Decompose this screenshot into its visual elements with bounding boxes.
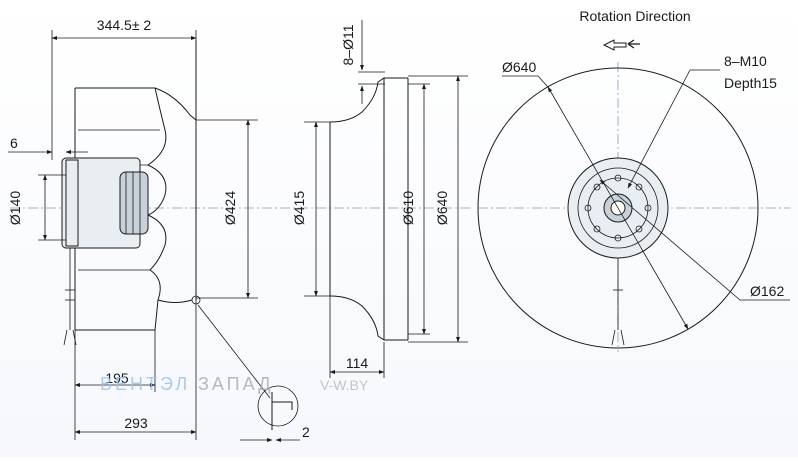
inlet-view: 8–Ø11 Ø415 Ø610 Ø640 114 — [291, 20, 468, 378]
side-view: 344.5± 2 6 Ø140 Ø424 195 293 2 — [7, 17, 470, 442]
inlet-dia-label: Ø415 — [291, 191, 307, 225]
watermark-right: ЗАПАД — [198, 374, 273, 394]
motor-dia-label: Ø140 — [7, 191, 23, 225]
offset-label: 6 — [10, 135, 18, 151]
inlet-ring-top — [329, 77, 385, 340]
watermark-site: V-W.BY — [320, 377, 369, 393]
front-view: Rotation Direction — [477, 8, 790, 352]
hub-leader — [599, 179, 741, 301]
holes-label: 8–Ø11 — [340, 24, 356, 65]
inlet-ring-bottom — [329, 295, 385, 341]
gap-label: 2 — [302, 424, 310, 440]
rotation-arrow-icon — [627, 39, 640, 49]
dim-front-outer — [547, 86, 689, 330]
detail-section — [271, 392, 293, 430]
motor-flange — [65, 159, 79, 247]
front-outer-dia-label: Ø640 — [502, 59, 536, 75]
len-195-label: 195 — [105, 370, 129, 386]
watermark: ВЕНТЭЛ ЗАПАД V-W.BY — [100, 374, 369, 394]
impeller-contour — [75, 87, 167, 331]
front-cable — [611, 258, 625, 346]
leader-line — [537, 75, 549, 88]
impeller-rim-bottom — [157, 299, 193, 303]
bolt-spec-label: 8–M10 — [724, 53, 767, 69]
outer-circle — [477, 67, 759, 349]
cable — [63, 248, 77, 346]
wheel-dia-label: Ø424 — [222, 191, 238, 225]
overall-length-label: 344.5± 2 — [97, 17, 152, 33]
impeller-rim-top — [154, 87, 197, 121]
rotation-title: Rotation Direction — [579, 8, 690, 24]
detail-leader — [197, 304, 271, 399]
depth-label: 114 — [346, 355, 369, 371]
detail-circle — [257, 385, 299, 427]
bolt-leader — [627, 69, 691, 189]
motor-fins — [119, 171, 149, 235]
hub-dia-label: Ø162 — [750, 283, 784, 299]
bolt-depth-label: Depth15 — [724, 75, 777, 91]
flange-dia-label: Ø610 — [400, 191, 416, 225]
detail-marker — [191, 295, 201, 305]
len-293-label: 293 — [124, 415, 148, 431]
rotation-direction-icon — [602, 39, 627, 51]
watermark-left: ВЕНТЭЛ — [100, 374, 190, 394]
outer-dia-label: Ø640 — [434, 191, 450, 225]
